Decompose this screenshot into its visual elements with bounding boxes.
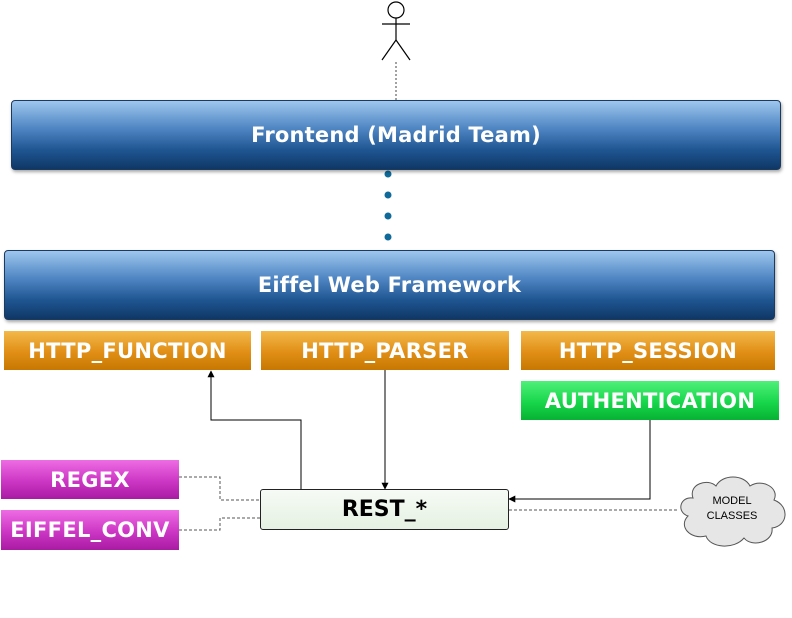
authentication-box[interactable]: AUTHENTICATION [521,381,779,420]
http-function-box[interactable]: HTTP_FUNCTION [4,331,251,370]
cloud-shape [680,476,786,547]
authentication-label: AUTHENTICATION [544,388,756,413]
regex-label: REGEX [50,467,130,492]
model-classes-label: MODEL CLASSES [693,494,771,524]
eiffel-conv-label: EIFFEL_CONV [10,518,170,542]
http-parser-box[interactable]: HTTP_PARSER [261,331,509,370]
frontend-framework-connector [384,170,392,241]
frontend-layer[interactable]: Frontend (Madrid Team) [11,100,781,170]
eiffel-conv-connector [179,517,260,531]
rest-core-box[interactable]: REST_* [260,489,509,530]
user-actor-icon [381,1,411,61]
eiffel-conv-box[interactable]: EIFFEL_CONV [1,510,179,550]
model-classes-line1: MODEL [712,495,752,507]
regex-box[interactable]: REGEX [1,460,179,499]
http-session-box[interactable]: HTTP_SESSION [521,331,775,370]
framework-layer[interactable]: Eiffel Web Framework [4,250,775,320]
http-parser-label: HTTP_PARSER [301,338,469,363]
frontend-layer-label: Frontend (Madrid Team) [251,123,541,147]
http-function-label: HTTP_FUNCTION [28,338,227,363]
http-session-label: HTTP_SESSION [558,338,738,363]
regex-connector [179,476,260,501]
framework-layer-label: Eiffel Web Framework [257,273,522,297]
rest-to-http-function-arrow [207,370,302,489]
rest-core-label: REST_* [341,497,428,522]
model-classes-line2: CLASSES [706,510,758,522]
authentication-to-rest-arrow [508,420,651,503]
